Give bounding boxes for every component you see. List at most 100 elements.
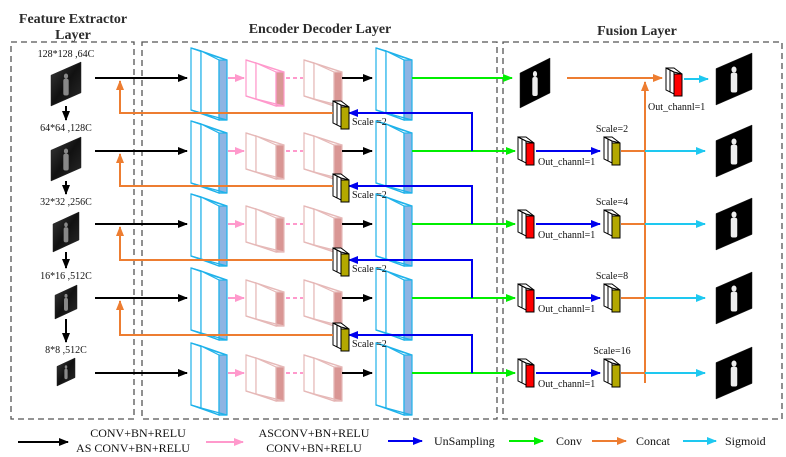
decoder-block-2-bottom	[375, 255, 413, 267]
feature-map-image-1	[50, 136, 82, 182]
asconv-block-a-0-face	[275, 71, 285, 107]
encoder-block-4-mid	[200, 345, 220, 416]
encoder-block-2-mid	[200, 196, 220, 267]
decoder-block-3-side	[375, 267, 387, 334]
asconv-block-b-4-side	[303, 354, 315, 395]
asconv-block-a-3-bottom	[245, 315, 285, 327]
legend-conv-label-1: CONV+BN+RELU	[90, 426, 186, 440]
feature-map-label-0: 128*128 ,64C	[38, 49, 95, 60]
feature-map-label-1: 64*64 ,128C	[40, 123, 92, 134]
decoder-block-4-bottom	[375, 404, 413, 416]
asconv-block-b-1-bottom	[303, 168, 343, 180]
asconv-block-b-1-side	[303, 132, 315, 173]
fusion-scale-block-4	[603, 358, 621, 388]
encoder-block-1-mid	[200, 123, 220, 194]
fusion-conv-block-4	[517, 358, 535, 388]
feature-map-image-3-body	[64, 297, 68, 311]
asconv-block-a-4	[245, 354, 285, 402]
fusion-layer-box	[502, 41, 783, 420]
upsample-block-2	[332, 173, 350, 203]
asconv-block-a-1	[245, 132, 285, 180]
output-mask-0-body	[730, 72, 738, 93]
feature-map-image-4	[56, 357, 76, 387]
feature-map-image-0-body	[63, 78, 69, 96]
encoder-block-0-mid	[200, 50, 220, 121]
upsample-block-4	[332, 322, 350, 352]
decoder-block-1-mid	[385, 123, 405, 194]
feature-extractor-box	[10, 41, 135, 420]
asconv-block-a-3-side	[245, 279, 257, 320]
fusion-scale-block-1-face	[611, 142, 621, 166]
output-mask-3-body	[730, 291, 738, 312]
upsample-scale-label-4: Scale =2	[352, 339, 387, 350]
upsample-block-3-face	[340, 253, 350, 277]
feature-map-label-4: 8*8 ,512C	[45, 345, 87, 356]
asconv-block-b-2-face	[333, 217, 343, 253]
asconv-block-a-2-side	[245, 205, 257, 246]
asconv-block-b-3-side	[303, 279, 315, 320]
concat-arrow-4	[116, 300, 333, 336]
fusion-out-label-3: Out_channl=1	[538, 304, 595, 315]
asconv-block-a-3	[245, 279, 285, 327]
output-mask-1-head	[731, 138, 737, 145]
decoder-block-2-mid	[385, 196, 405, 267]
output-mask-0-head	[731, 66, 737, 73]
asconv-block-b-4-bottom	[303, 390, 343, 402]
decoder-block-2-face	[403, 205, 413, 267]
encoder-decoder-box	[141, 41, 498, 420]
asconv-block-a-2	[245, 205, 285, 253]
encoder-block-1	[190, 120, 228, 194]
feature-map-image-4-head	[64, 365, 68, 369]
asconv-block-b-4-face	[333, 366, 343, 402]
feature-map-label-3: 16*16 ,512C	[40, 271, 92, 282]
legend-conv-op-label: Conv	[556, 434, 582, 448]
asconv-block-a-1-face	[275, 144, 285, 180]
fusion-scale-block-2	[603, 209, 621, 239]
encoder-block-3-bottom	[190, 329, 228, 341]
asconv-block-a-0-side	[245, 59, 257, 100]
output-mask-4	[715, 346, 753, 400]
upsample-scale-label-1: Scale =2	[352, 117, 387, 128]
fusion-conv-block-2-face	[525, 215, 535, 239]
fusion-input-image-0-body	[532, 77, 538, 96]
fusion-scale-block-1	[603, 136, 621, 166]
feature-extractor-title-line2: Layer	[55, 28, 91, 43]
fusion-out-label-1: Out_channl=1	[538, 157, 595, 168]
feature-map-image-2-head	[64, 222, 68, 228]
fusion-out-label-4: Out_channl=1	[538, 379, 595, 390]
encoder-decoder-title: Encoder Decoder Layer	[249, 22, 392, 37]
decoder-block-4	[375, 342, 413, 416]
encoder-block-2-side	[190, 193, 202, 260]
upsampling-arrow-3	[348, 256, 473, 298]
decoder-block-0-side	[375, 47, 387, 114]
decoder-block-4-face	[403, 354, 413, 416]
decoder-block-0	[375, 47, 413, 121]
encoder-block-3-mid	[200, 270, 220, 341]
asconv-block-b-1	[303, 132, 343, 180]
feature-map-image-2-body	[63, 227, 69, 243]
output-mask-0	[715, 52, 753, 106]
fusion-conv-block-1	[517, 136, 535, 166]
fusion-layer-title: Fusion Layer	[597, 24, 677, 39]
decoder-block-0-mid	[385, 50, 405, 121]
decoder-block-3-mid	[385, 270, 405, 341]
encoder-block-4-bottom	[190, 404, 228, 416]
legend-upsampling-label: UnSampling	[434, 434, 495, 448]
asconv-block-a-0	[245, 59, 285, 107]
decoder-block-4-side	[375, 342, 387, 409]
decoder-block-3-bottom	[375, 329, 413, 341]
asconv-block-a-4-face	[275, 366, 285, 402]
asconv-block-a-2-face	[275, 217, 285, 253]
output-mask-1	[715, 124, 753, 178]
encoder-block-4	[190, 342, 228, 416]
decoder-block-4-mid	[385, 345, 405, 416]
fusion-conv-block-3	[517, 283, 535, 313]
legend-concat-label: Concat	[636, 434, 671, 448]
asconv-block-b-3	[303, 279, 343, 327]
encoder-block-3-face	[218, 279, 228, 341]
encoder-block-2-bottom	[190, 255, 228, 267]
asconv-block-b-2	[303, 205, 343, 253]
fusion-scale-label-3: Scale=8	[596, 271, 628, 282]
final-out-block-face	[673, 73, 683, 97]
